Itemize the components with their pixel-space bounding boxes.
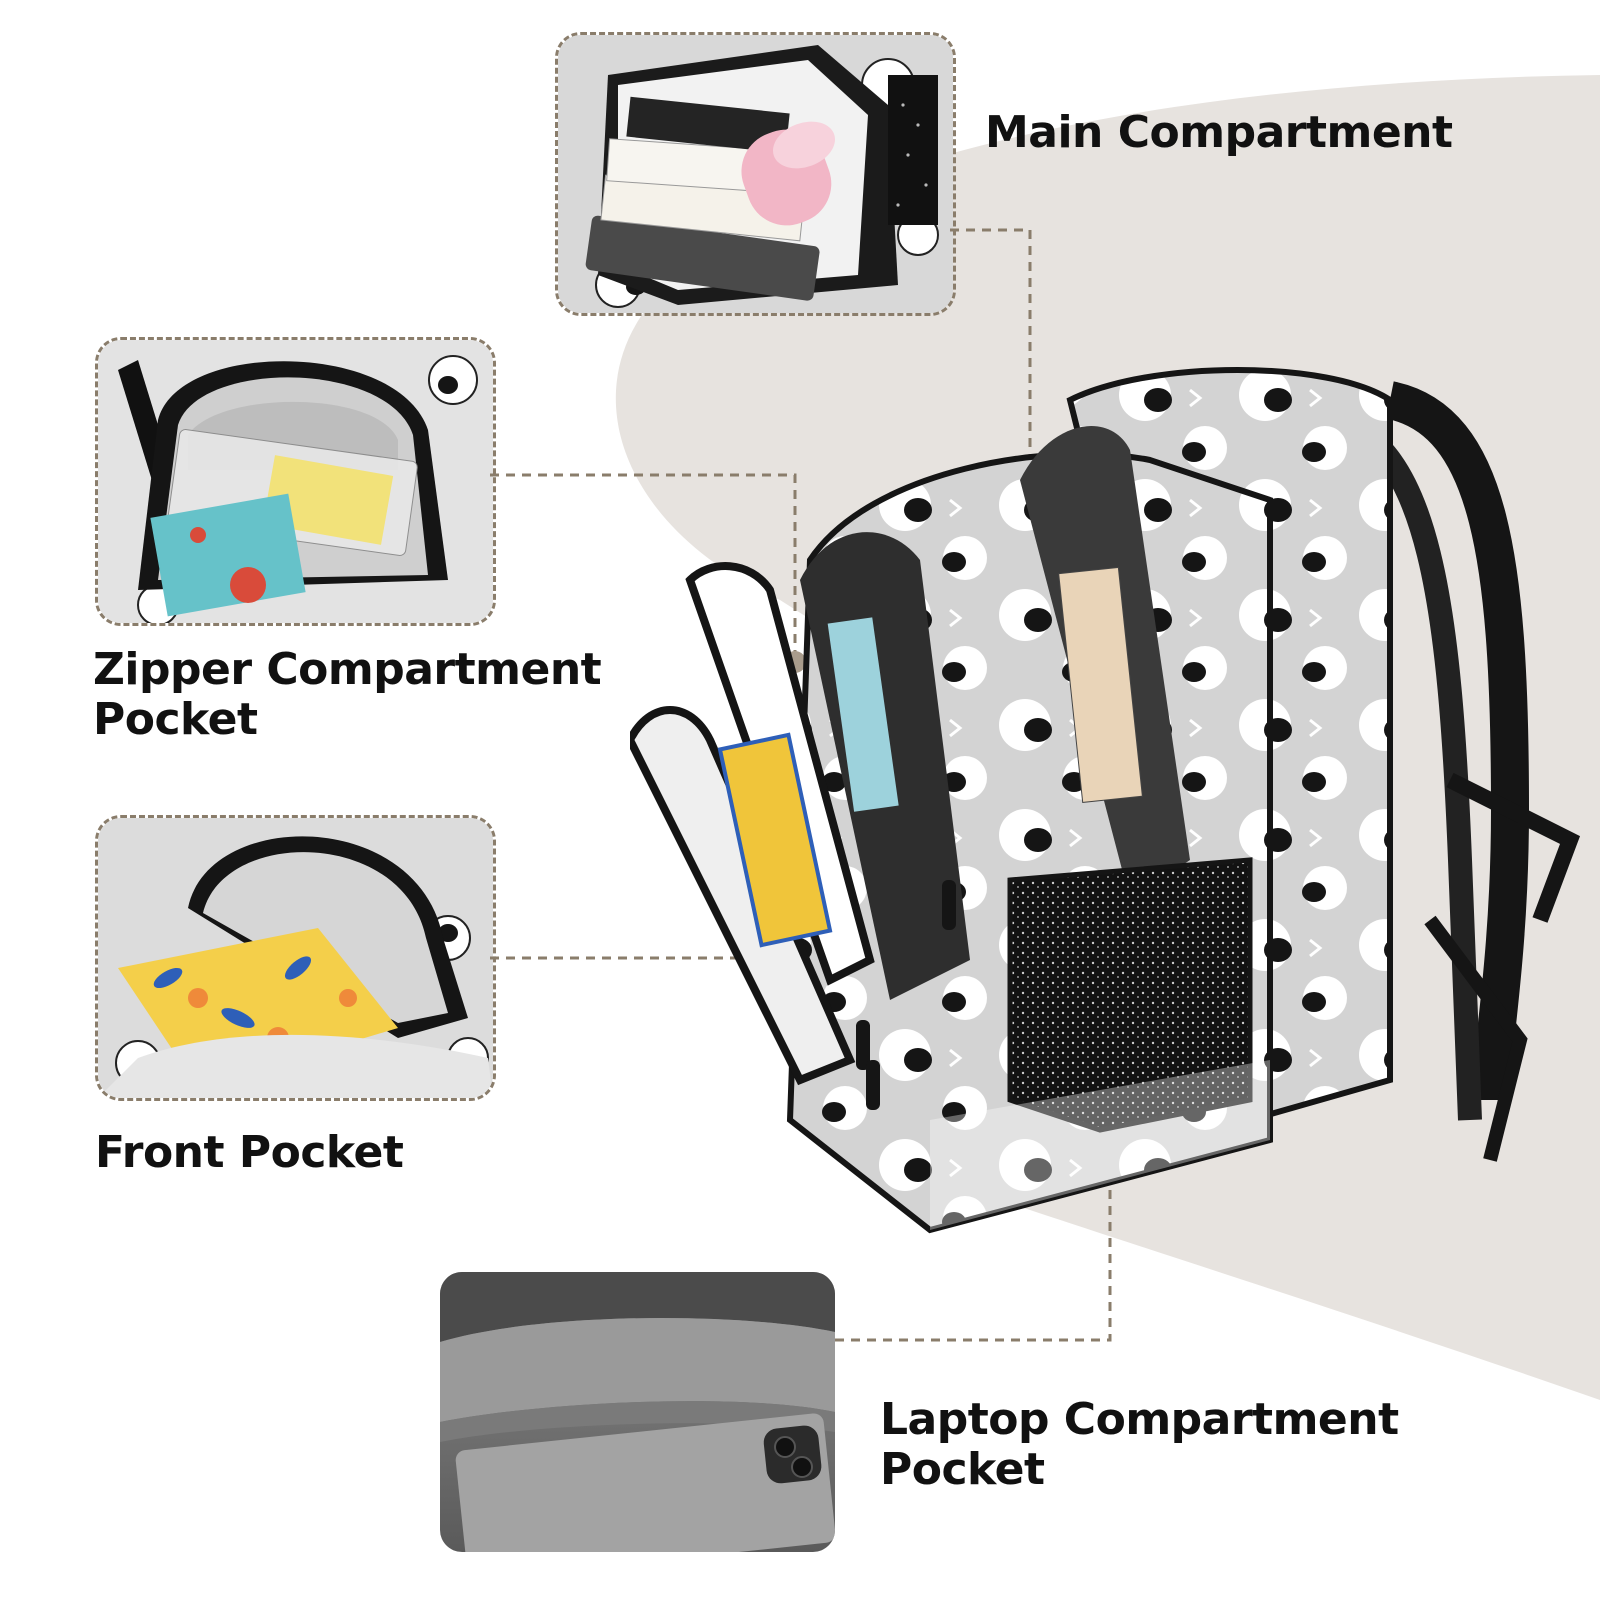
zipper-compartment-label: Zipper Compartment Pocket: [93, 644, 602, 745]
main-compartment-label: Main Compartment: [985, 107, 1453, 158]
front-pocket-label: Front Pocket: [95, 1127, 404, 1178]
backpack-product-image: [630, 367, 1581, 1234]
laptop-compartment-label: Laptop Compartment Pocket: [880, 1394, 1399, 1495]
main-compartment-image: [555, 32, 956, 316]
front-pocket-image: [95, 815, 496, 1101]
laptop-compartment-image: [440, 1272, 835, 1552]
zipper-compartment-image: [95, 337, 496, 626]
